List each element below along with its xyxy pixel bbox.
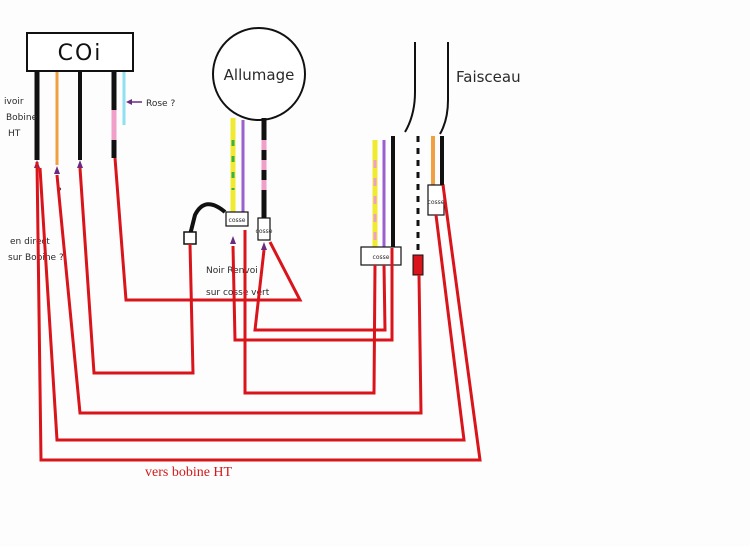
vers-bobine-label: vers bobine HT bbox=[145, 465, 233, 480]
rose-label: Rose ? bbox=[146, 99, 175, 109]
cosse-label-faisceau: cosse bbox=[428, 199, 445, 206]
cosse-label-mid: cosse bbox=[373, 254, 390, 261]
faisceau-sheath-left bbox=[404, 42, 416, 133]
rose-arrow-head bbox=[126, 99, 132, 105]
up-arrow-cosse-right bbox=[261, 242, 267, 250]
coi-box-outline bbox=[26, 32, 134, 72]
red-wire-left-to-cosse-faisceau-b bbox=[35, 161, 482, 462]
cosse-label-left: cosse bbox=[229, 217, 246, 224]
red-wire-pink-to-cosse-right bbox=[113, 157, 303, 302]
faisceau-bundle: Faisceau bbox=[404, 42, 521, 135]
ivoire-label-1: ivoir bbox=[4, 97, 24, 107]
noir-renvoi-label-2: sur cosse vert bbox=[206, 288, 270, 298]
red-wire-left-to-cosse-faisceau-a bbox=[38, 167, 466, 442]
allumage-wires: cosse cosse Noir Renvoi sur cosse vert bbox=[183, 118, 273, 298]
allumage-circle bbox=[212, 27, 306, 121]
coi-box: COi bbox=[26, 32, 134, 72]
allumage-module: Allumage bbox=[212, 27, 306, 121]
cosse-label-right: cosse bbox=[256, 228, 273, 235]
allumage-label: Allumage bbox=[224, 66, 295, 84]
red-wire-orange-to-red-connector bbox=[55, 174, 423, 415]
allumage-loop-wire bbox=[188, 202, 227, 236]
ivoire-label-2: Bobine bbox=[6, 113, 38, 123]
plug-connector bbox=[183, 231, 197, 245]
up-arrow-mid bbox=[77, 160, 83, 168]
coi-label: COi bbox=[58, 41, 103, 66]
faisceau-wires: cosse cosse bbox=[360, 136, 445, 276]
coi-wires bbox=[34, 72, 126, 165]
up-arrow-orange bbox=[54, 166, 60, 174]
ivoire-label-3: HT bbox=[8, 129, 21, 139]
en-direct-label-1: en direct bbox=[10, 237, 50, 247]
coi-annotations: ivoir Bobine HT Rose ? ? en direct sur B… bbox=[4, 97, 175, 263]
en-direct-label-2: sur Bobine ? bbox=[8, 253, 64, 263]
noir-renvoi-label-1: Noir Renvoi bbox=[206, 266, 258, 276]
red-wire-cosse-left-to-black bbox=[231, 245, 394, 342]
up-arrow-cosse-left bbox=[230, 236, 236, 244]
red-wire-black-to-plug bbox=[78, 167, 195, 375]
faisceau-label: Faisceau bbox=[456, 68, 521, 86]
cosse-box-right bbox=[257, 217, 271, 241]
cosse-box-left bbox=[225, 211, 249, 227]
red-connections bbox=[35, 157, 482, 462]
red-wire-black-to-violet bbox=[253, 249, 387, 332]
faisceau-red-connector bbox=[412, 254, 424, 276]
faisceau-sheath-right bbox=[439, 42, 449, 135]
